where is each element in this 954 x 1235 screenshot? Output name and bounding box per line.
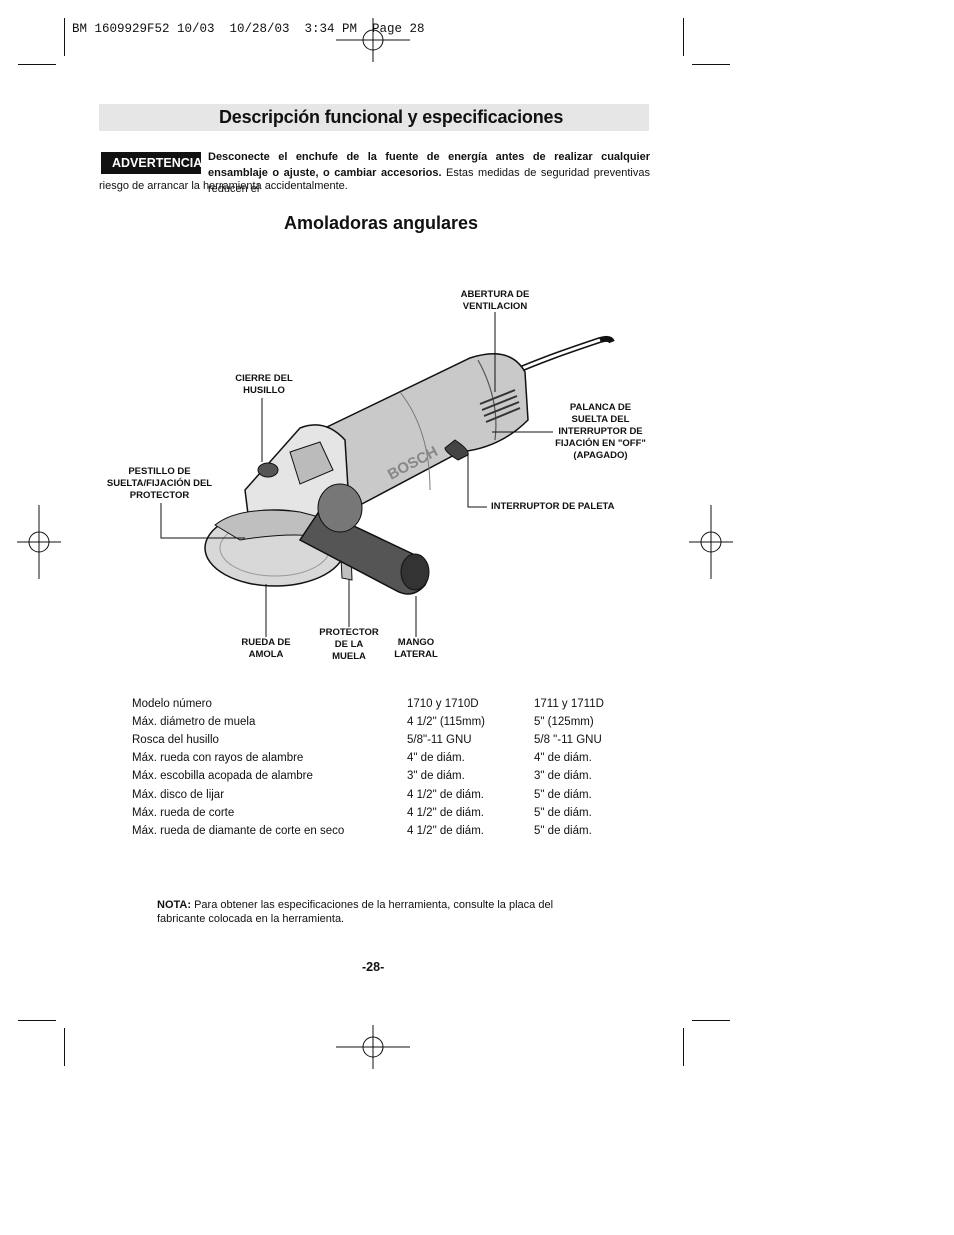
spec-value-1710: 4 1/2" de diám. — [407, 825, 484, 837]
warning-badge: ADVERTENCIA — [101, 152, 203, 174]
subtitle: Amoladoras angulares — [284, 213, 479, 233]
callout-lock-off-lever: PALANCA DE SUELTA DEL INTERRUPTOR DE FIJ… — [555, 402, 646, 461]
callout-guard-latch: PESTILLO DE SUELTA/FIJACIÓN DEL PROTECTO… — [106, 466, 213, 501]
spec-value-1711: 3" de diám. — [534, 770, 592, 782]
spec-value-1710: 4 1/2" de diám. — [407, 807, 484, 819]
spec-value-1710: 4 1/2" de diám. — [407, 789, 484, 801]
spec-value-1710: 4" de diám. — [407, 752, 465, 764]
warning-inline-text: Estas medidas de seguridad preventivas r… — [208, 167, 650, 195]
section-header-bar — [99, 104, 649, 131]
spec-label: Máx. rueda de corte — [132, 807, 235, 819]
callout-spindle-lock: CIERRE DEL HUSILLO — [235, 373, 293, 396]
spec-value-1711: 1711 y 1711D — [534, 698, 604, 710]
warning-text: Desconecte el enchufe de la fuente de en… — [208, 149, 650, 197]
spec-value-1711: 5/8 "-11 GNU — [534, 734, 602, 746]
spec-value-1711: 4" de diám. — [534, 752, 592, 764]
callout-wheel-guard: PROTECTOR DE LA MUELA — [319, 627, 379, 662]
note-text: Para obtener las especificaciones de la … — [157, 899, 554, 925]
spec-value-1710: 3" de diám. — [407, 770, 465, 782]
spec-label: Máx. rueda con rayos de alambre — [132, 752, 304, 764]
spec-value-1711: 5" de diám. — [534, 789, 592, 801]
spec-label: Máx. rueda de diamante de corte en seco — [132, 825, 345, 837]
callout-ventilation: ABERTURA DE VENTILACION — [460, 289, 530, 312]
spec-value-1710: 4 1/2" (115mm) — [407, 716, 486, 728]
spec-label: Modelo número — [132, 698, 212, 710]
spec-value-1710: 5/8"-11 GNU — [407, 734, 472, 746]
warning-bold-text: Desconecte el enchufe de la fuente de en… — [208, 151, 650, 179]
spec-label: Máx. escobilla acopada de alambre — [132, 770, 313, 782]
section-title: Descripción funcional y especificaciones — [219, 107, 564, 127]
spec-value-1711: 5" de diám. — [534, 807, 592, 819]
spec-label: Máx. disco de lijar — [132, 789, 225, 801]
spec-label: Rosca del husillo — [132, 734, 219, 746]
spindle-lock-button — [257, 462, 279, 478]
callout-side-handle: MANGO LATERAL — [394, 637, 438, 660]
callout-paddle-switch: INTERRUPTOR DE PALETA — [491, 501, 615, 512]
warning-badge-label: ADVERTENCIA — [112, 156, 203, 170]
vent-slots — [479, 389, 521, 423]
callout-leaders — [160, 312, 553, 637]
spec-label: Máx. diámetro de muela — [132, 716, 256, 728]
note: NOTA: Para obtener las especificaciones … — [157, 898, 597, 926]
motor-housing — [298, 353, 529, 506]
page-number: -28- — [362, 960, 385, 974]
warning-text-line2: riesgo de arrancar la herramienta accide… — [99, 180, 348, 192]
callout-grinding-wheel: RUEDA DE AMOLA — [241, 637, 291, 660]
spec-value-1711: 5" (125mm) — [534, 716, 594, 728]
note-label: NOTA: — [157, 899, 192, 911]
spec-value-1710: 1710 y 1710D — [407, 698, 479, 710]
spec-value-1711: 5" de diám. — [534, 825, 592, 837]
